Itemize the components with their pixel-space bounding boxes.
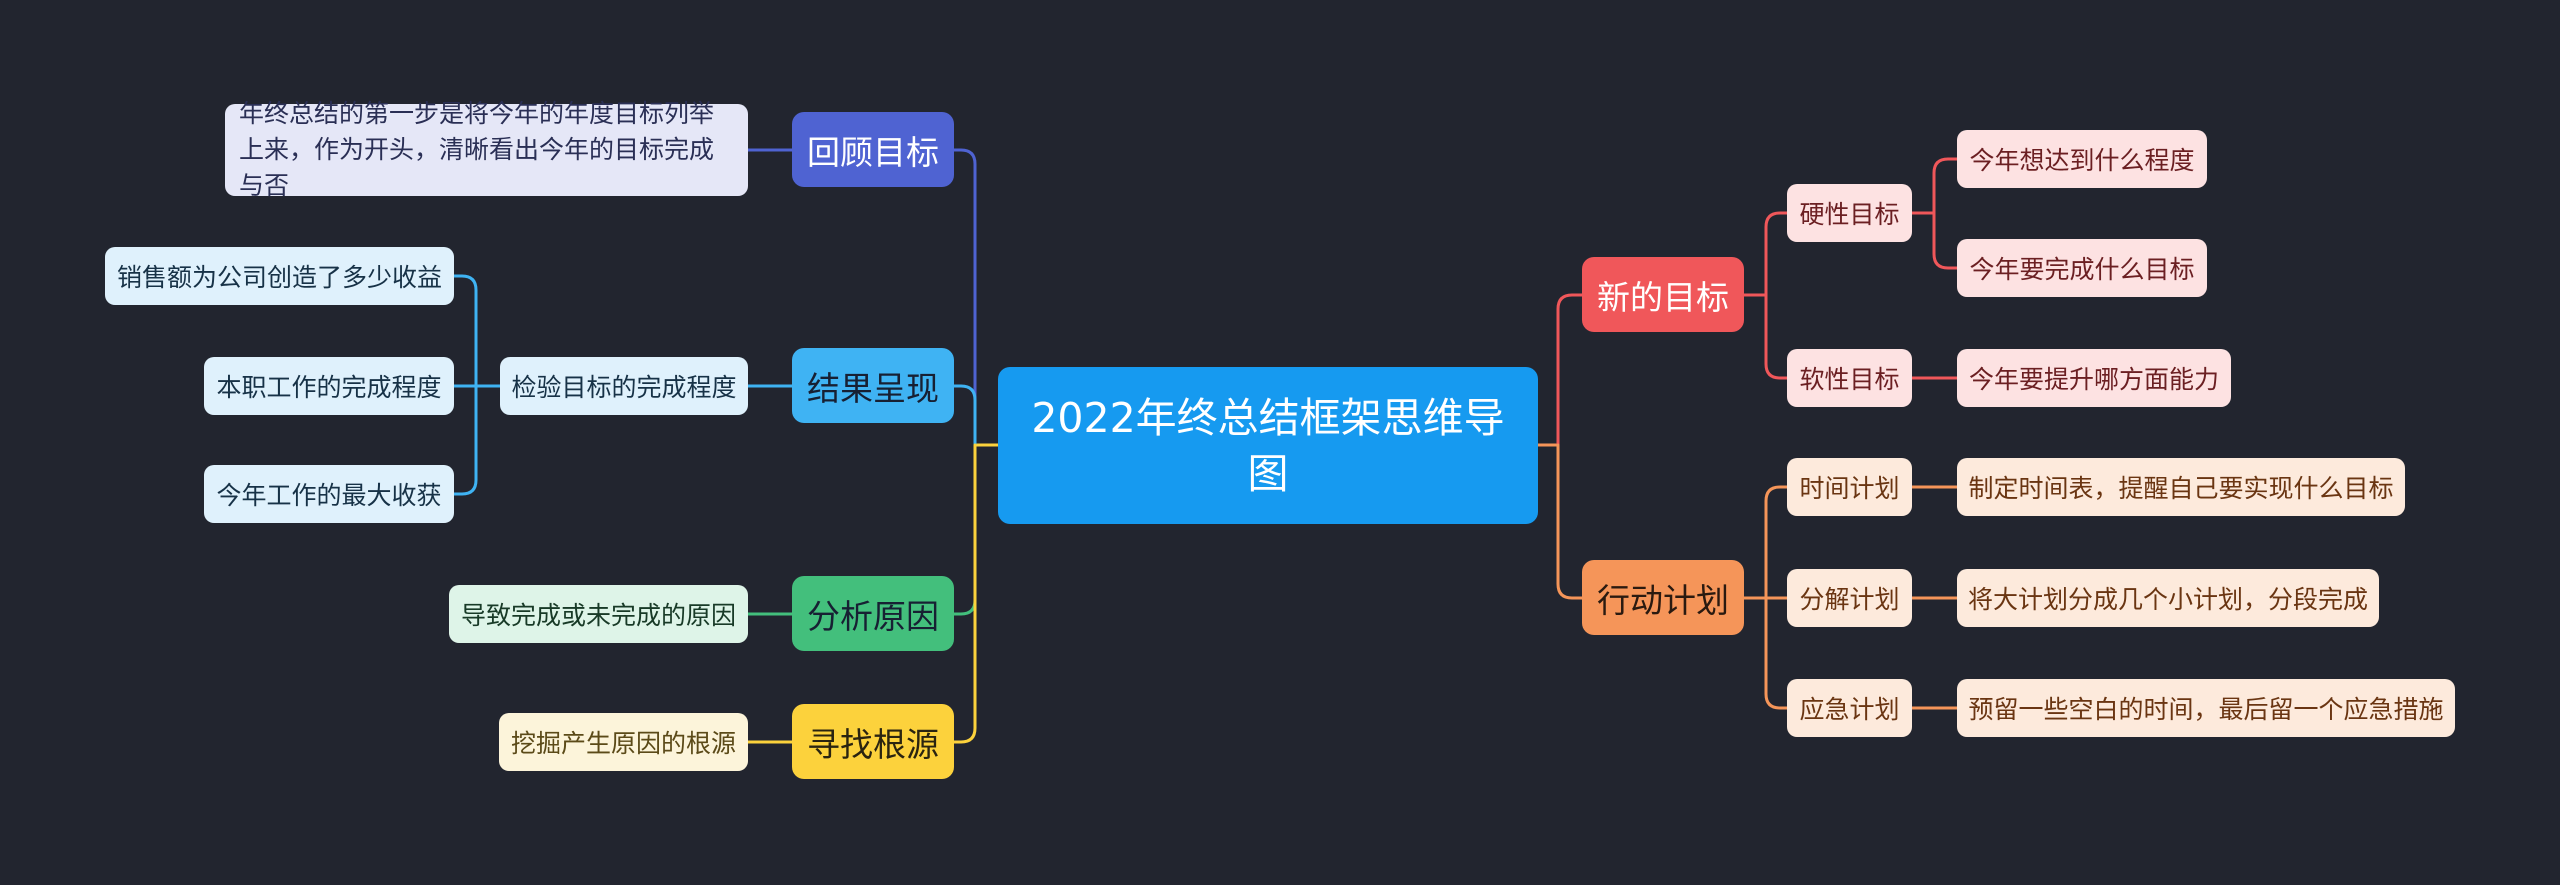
connector-root-action [1556,443,1584,600]
topic-goal-to-complete[interactable]: 今年要完成什么目标 [1957,239,2207,297]
topic-job-completion[interactable]: 本职工作的完成程度 [204,357,454,415]
topic-hard-goal[interactable]: 硬性目标 [1787,184,1912,242]
branch-result[interactable]: 结果呈现 [792,348,954,423]
topic-cause-of-completion[interactable]: 导致完成或未完成的原因 [449,585,748,643]
topic-split-stages[interactable]: 将大计划分成几个小计划，分段完成 [1957,569,2379,627]
connector-root-review-goal [952,148,977,447]
topic-ability-improve[interactable]: 今年要提升哪方面能力 [1957,349,2231,407]
branch-review-goal[interactable]: 回顾目标 [792,112,954,187]
connector-check-leaf-3 [452,384,478,496]
topic-soft-goal[interactable]: 软性目标 [1787,349,1912,407]
topic-emergency-plan[interactable]: 应急计划 [1787,679,1912,737]
connector-hard-leaf-1 [1932,157,1959,215]
branch-find-root[interactable]: 寻找根源 [792,704,954,779]
root-topic[interactable]: 2022年终总结框架思维导图 [998,367,1538,524]
connector-root-result [952,384,977,447]
connector-action-emergency [1764,596,1789,710]
connector-root-root-cause [952,443,977,744]
connector-newgoal-hard [1764,211,1789,297]
connector-newgoal-soft [1764,293,1789,380]
topic-split-plan[interactable]: 分解计划 [1787,569,1912,627]
topic-check-completion[interactable]: 检验目标的完成程度 [500,357,748,415]
connector-check-leaf-1 [452,274,478,388]
branch-new-goal[interactable]: 新的目标 [1582,257,1744,332]
connector-hard-leaf-2 [1932,211,1959,270]
topic-reserve-time[interactable]: 预留一些空白的时间，最后留一个应急措施 [1957,679,2455,737]
branch-analyze-cause[interactable]: 分析原因 [792,576,954,651]
topic-make-schedule[interactable]: 制定时间表，提醒自己要实现什么目标 [1957,458,2405,516]
topic-time-plan[interactable]: 时间计划 [1787,458,1912,516]
connector-root-analyze [952,443,977,616]
topic-desired-level[interactable]: 今年想达到什么程度 [1957,130,2207,188]
topic-review-goal-detail[interactable]: 年终总结的第一步是将今年的年度目标列举上来，作为开头，清晰看出今年的目标完成与否 [225,99,748,200]
topic-sales-revenue[interactable]: 销售额为公司创造了多少收益 [105,247,454,305]
branch-action-plan[interactable]: 行动计划 [1582,560,1744,635]
connector-action-time [1764,485,1789,600]
topic-biggest-gain[interactable]: 今年工作的最大收获 [204,465,454,523]
topic-dig-root-cause[interactable]: 挖掘产生原因的根源 [499,713,748,771]
connector-root-new-goal [1556,293,1584,447]
